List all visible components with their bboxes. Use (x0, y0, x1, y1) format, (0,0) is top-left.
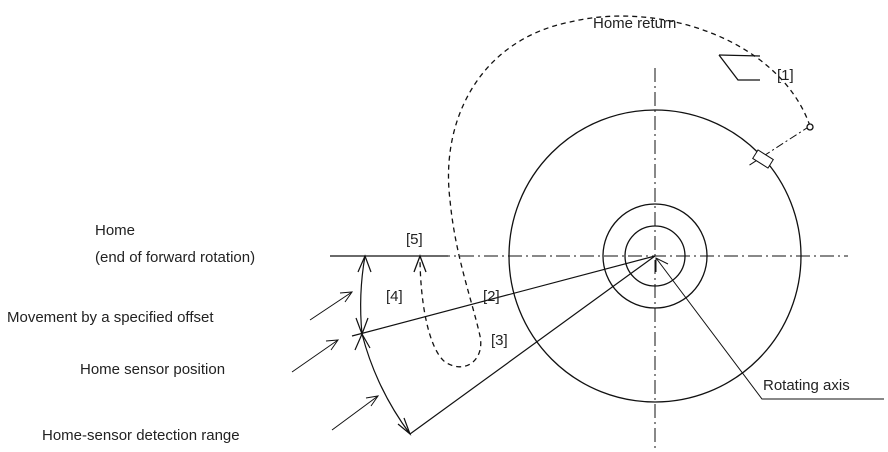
detection-range-leader (331, 395, 379, 431)
step-4-label: [4] (386, 288, 403, 305)
sensor-position-leader-arrow (325, 339, 340, 351)
path-arrow-1 (718, 54, 760, 81)
step-5-label: [5] (406, 231, 423, 248)
dog-marker (806, 123, 814, 131)
inner-hub-circle (624, 225, 686, 287)
step-3-label: [3] (491, 332, 508, 349)
sensor-dashed-line (747, 125, 811, 167)
sensor-position-leader (291, 339, 339, 373)
step-2-label: [2] (483, 288, 500, 305)
offset-movement-label: Movement by a specified offset (7, 309, 214, 326)
offset-leader-arrow (339, 291, 354, 303)
detection-range-radius-line (409, 255, 656, 435)
path-arrow-5 (413, 254, 427, 273)
home-return-path (419, 15, 811, 368)
home-return-label: Home return (593, 15, 676, 32)
offset-leader (309, 291, 353, 321)
path-arrow-1-shaft (718, 54, 761, 57)
home-sensor-radius-line (351, 255, 656, 337)
arc-arrow-top (357, 254, 372, 273)
step-1-label: [1] (777, 67, 794, 84)
detection-range-label: Home-sensor detection range (42, 427, 240, 444)
rotating-axis-label: Rotating axis (763, 377, 850, 394)
dimension-arc-upper (360, 255, 366, 335)
home-label: Home (95, 222, 135, 239)
rotating-axis-leader (655, 257, 884, 400)
home-description-label: (end of forward rotation) (95, 249, 255, 266)
outer-disc (508, 109, 802, 403)
detection-range-leader-arrow (365, 395, 380, 407)
dimension-arc-lower (361, 333, 411, 435)
home-sensor-position-label: Home sensor position (80, 361, 225, 378)
rotating-axis-leader-arrow (655, 257, 669, 272)
middle-hub-circle (602, 203, 708, 309)
arc-arrow-bottom (397, 417, 412, 436)
sensor-rectangle (752, 149, 774, 169)
arc-arrow-mid-down (354, 332, 371, 351)
